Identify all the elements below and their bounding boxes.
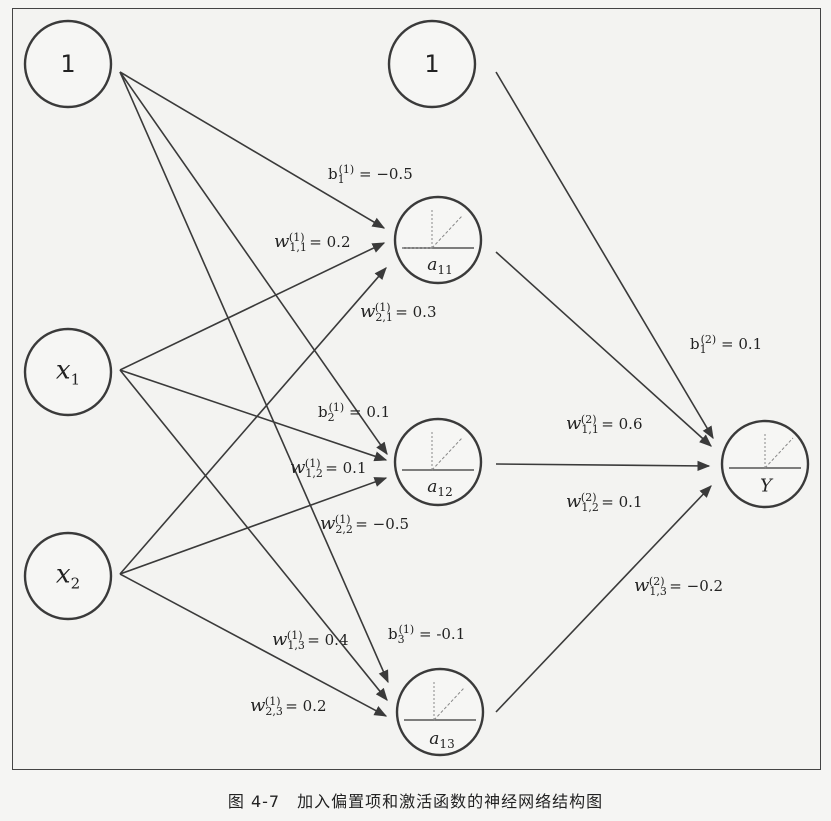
edge-bias-to-a13 [119,71,389,684]
figure-caption: 图 4-7 加入偏置项和激活函数的神经网络结构图 [227,792,604,811]
label-w21-layer1: w2,1(1) = 0.3 [360,301,437,324]
node-x1 [23,327,113,417]
label-w13-layer1: w1,3(1) = 0.4 [272,629,349,652]
relu-icon-a12 [402,432,474,471]
label-w23-layer1: w2,3(1) = 0.2 [250,695,327,718]
relu-icon-a13 [404,682,476,721]
node-bias-input [23,19,113,109]
relu-icon-y [729,432,801,469]
node-x1-label: x1 [55,355,81,389]
label-b1-layer1: b1(1) = −0.5 [328,163,413,186]
node-bias-input-label: 1 [60,50,76,78]
edge-a12-to-y [495,460,711,472]
label-w12-layer1: w1,2(1) = 0.1 [290,457,367,480]
edge-x2-to-a13 [119,573,388,717]
edge-x1-to-a12 [119,369,388,462]
edge-x1-to-a13 [119,369,388,701]
edge-x1-to-a11 [119,242,386,371]
node-y-label: Y [760,475,772,497]
edge-a13-to-y [495,485,712,713]
edge-bias-to-a12 [119,71,388,456]
edge-bias-hidden-to-y [495,71,714,440]
node-a11-label: a11 [427,254,453,278]
label-w13-layer2: w1,3(2) = −0.2 [634,575,724,598]
label-b2-layer1: b2(1) = 0.1 [318,401,391,424]
label-w12-layer2: w1,2(2) = 0.1 [566,491,643,514]
node-a13-label: a13 [429,728,455,752]
edge-x2-to-a11 [119,267,387,575]
relu-icon-a11 [402,210,474,249]
node-bias-hidden-label: 1 [424,50,440,78]
node-x2-label: x2 [55,559,81,593]
label-w11-layer2: w1,1(2) = 0.6 [566,413,643,436]
edge-bias-to-a11 [119,71,386,229]
node-x2 [23,531,113,621]
edge-a11-to-y [495,251,712,447]
label-w22-layer1: w2,2(1) = −0.5 [320,513,410,536]
node-a12-label: a12 [427,476,453,500]
edge-x2-to-a12 [119,477,388,575]
node-bias-hidden [387,19,477,109]
label-b1-layer2: b1(2) = 0.1 [690,333,763,356]
label-w11-layer1: w1,1(1) = 0.2 [274,231,351,254]
label-b3-layer1: b3(1) = -0.1 [388,623,466,646]
